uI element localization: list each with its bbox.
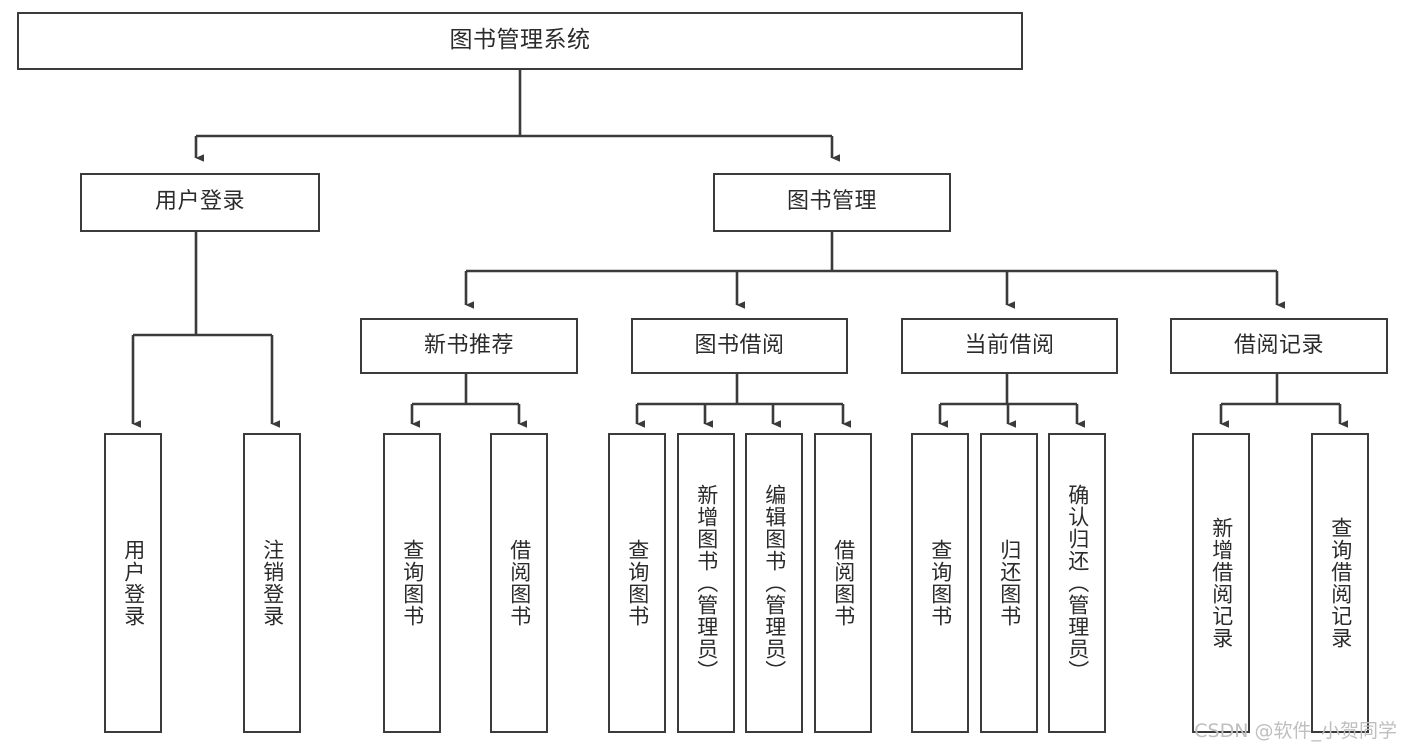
- leaf-current-borrow-return[interactable]: 归还图书: [980, 433, 1038, 733]
- leaf-current-borrow-query[interactable]: 查询图书: [911, 433, 969, 733]
- leaf-borrow-record-add[interactable]: 新增借阅记录: [1192, 433, 1250, 733]
- node-new-book-recommend[interactable]: 新书推荐: [360, 318, 578, 374]
- leaf-label: 新增借阅记录: [1209, 517, 1234, 649]
- leaf-book-borrow-query[interactable]: 查询图书: [608, 433, 666, 733]
- leaf-borrow-record-query[interactable]: 查询借阅记录: [1311, 433, 1369, 733]
- leaf-label: 编辑图书（管理员）: [762, 484, 787, 682]
- leaf-label: 查询图书: [625, 539, 650, 627]
- leaf-book-borrow-edit[interactable]: 编辑图书（管理员）: [745, 433, 803, 733]
- leaf-label: 确认归还（管理员）: [1065, 484, 1090, 682]
- node-borrow-record[interactable]: 借阅记录: [1170, 318, 1388, 374]
- node-new-book-recommend-label: 新书推荐: [423, 332, 514, 358]
- node-current-borrow-label: 当前借阅: [964, 332, 1055, 358]
- leaf-label: 借阅图书: [831, 539, 856, 627]
- node-root-label: 图书管理系统: [449, 27, 591, 54]
- leaf-current-borrow-confirm-return[interactable]: 确认归还（管理员）: [1048, 433, 1106, 733]
- leaf-user-login-login[interactable]: 用户登录: [104, 433, 162, 733]
- node-book-management-label: 图书管理: [786, 189, 877, 215]
- leaf-label: 查询图书: [400, 539, 425, 627]
- leaf-label: 注销登录: [260, 539, 285, 627]
- leaf-book-borrow-borrow[interactable]: 借阅图书: [814, 433, 872, 733]
- leaf-label: 查询借阅记录: [1328, 517, 1353, 649]
- leaf-book-borrow-add[interactable]: 新增图书（管理员）: [677, 433, 735, 733]
- leaf-label: 归还图书: [997, 539, 1022, 627]
- node-borrow-record-label: 借阅记录: [1233, 332, 1324, 358]
- node-root-system[interactable]: 图书管理系统: [17, 12, 1023, 70]
- node-user-login-label: 用户登录: [154, 189, 245, 215]
- leaf-label: 用户登录: [121, 539, 146, 627]
- node-book-borrow-label: 图书借阅: [694, 332, 785, 358]
- node-user-login[interactable]: 用户登录: [80, 173, 320, 232]
- leaf-label: 查询图书: [928, 539, 953, 627]
- node-book-management[interactable]: 图书管理: [713, 173, 951, 232]
- leaf-label: 新增图书（管理员）: [694, 484, 719, 682]
- leaf-new-book-borrow[interactable]: 借阅图书: [490, 433, 548, 733]
- leaf-label: 借阅图书: [507, 539, 532, 627]
- leaf-user-login-logout[interactable]: 注销登录: [243, 433, 301, 733]
- leaf-new-book-query[interactable]: 查询图书: [383, 433, 441, 733]
- node-current-borrow[interactable]: 当前借阅: [901, 318, 1118, 374]
- node-book-borrow[interactable]: 图书借阅: [631, 318, 848, 374]
